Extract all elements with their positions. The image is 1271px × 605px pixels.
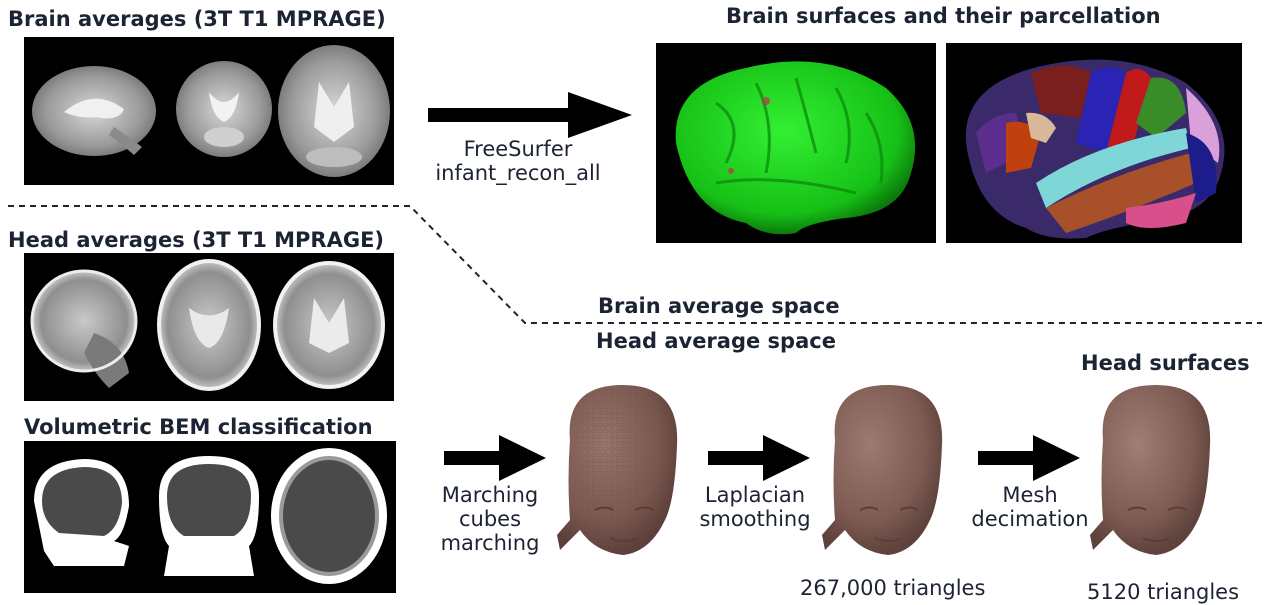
head-averages-title: Head averages (3T T1 MPRAGE) [8, 228, 384, 252]
marching-cubes-label-line1: Marching [420, 483, 560, 507]
head-averages-panel [24, 253, 394, 401]
decimation-label: Mesh decimation [960, 483, 1100, 531]
head-axial-slice [275, 263, 383, 387]
head-sagittal-slice [32, 271, 136, 388]
head-coronal-slice [159, 261, 259, 389]
head-mesh-decimated [1088, 380, 1223, 562]
bem-axial-slice [271, 448, 387, 584]
triangle-count-smoothed: 267,000 triangles [800, 576, 985, 600]
laplacian-label: Laplacian smoothing [685, 483, 825, 531]
decimation-label-line2: decimation [960, 507, 1100, 531]
marching-cubes-arrow [444, 435, 549, 481]
marching-cubes-label: Marching cubes marching [420, 483, 560, 555]
marching-cubes-label-line2: cubes [420, 507, 560, 531]
bem-panel [24, 441, 396, 593]
bem-title: Volumetric BEM classification [24, 415, 373, 439]
head-average-slices [24, 253, 394, 401]
bem-coronal-slice [159, 456, 259, 576]
head-surfaces-title: Head surfaces [1081, 351, 1250, 375]
decimation-arrow [978, 435, 1083, 481]
laplacian-label-line1: Laplacian [685, 483, 825, 507]
marching-cubes-label-line3: marching [420, 531, 560, 555]
head-mesh-marching-cubes [555, 380, 690, 562]
head-average-space-label: Head average space [596, 329, 836, 353]
head-mesh-smoothed [820, 380, 955, 562]
laplacian-label-line2: smoothing [685, 507, 825, 531]
brain-average-space-label: Brain average space [598, 294, 840, 318]
bem-sagittal-slice [34, 459, 129, 566]
bem-slices [24, 441, 396, 593]
triangle-count-decimated: 5120 triangles [1087, 580, 1239, 604]
decimation-label-line1: Mesh [960, 483, 1100, 507]
laplacian-arrow [708, 435, 813, 481]
